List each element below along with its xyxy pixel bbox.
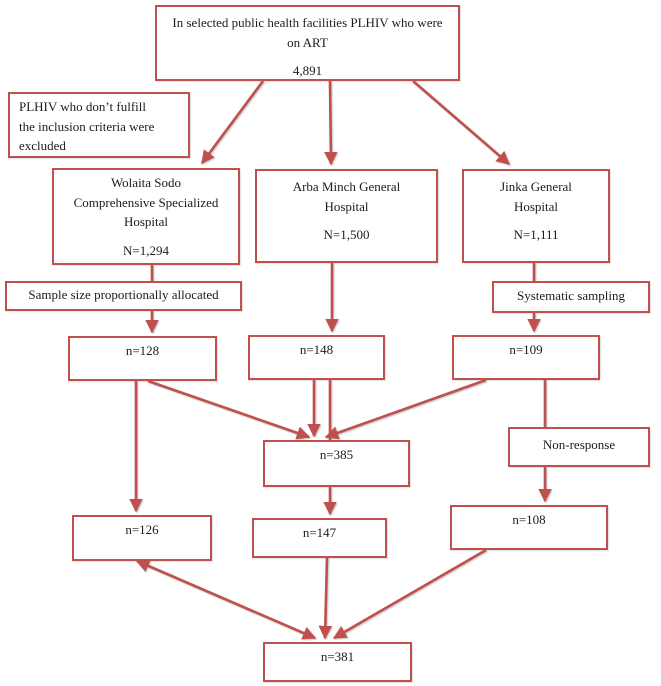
node-value: N=1,294 (123, 242, 169, 258)
node-value: n=385 (319, 447, 354, 462)
arrow-source-to-arba (324, 80, 338, 166)
node-sampling-method: Systematic sampling (492, 281, 650, 313)
node-value: n=108 (512, 512, 546, 527)
node-value: N=1,111 (513, 227, 559, 242)
node-sample-jinka: n=109 (452, 335, 600, 380)
node-hospital-arba-minch: Arba Minch General Hospital N=1,500 (255, 169, 438, 263)
node-value: n=147 (302, 525, 337, 540)
node-exclusion-note: PLHIV who don’t fulfill the inclusion cr… (8, 92, 190, 158)
node-nonresponse: Non-response (508, 427, 650, 467)
node-text-line: Hospital (324, 198, 369, 214)
arrow-n126-to-n381 (135, 559, 317, 640)
node-sample-arba-minch: n=148 (248, 335, 385, 380)
node-value: 4,891 (292, 63, 323, 78)
arrow-n108-to-n381 (332, 548, 487, 640)
node-value: n=128 (125, 343, 160, 358)
node-value: n=381 (320, 649, 355, 664)
node-text-line: on ART (287, 34, 328, 50)
node-value: n=126 (125, 522, 159, 537)
node-text-line: Sample size proportionally allocated (28, 287, 219, 302)
arrow-n147-to-n381 (318, 557, 333, 640)
node-hospital-wolaita-sodo: Wolaita Sodo Comprehensive Specialized H… (52, 168, 240, 265)
node-hospital-jinka: Jinka General Hospital N=1,111 (462, 169, 610, 263)
node-text-line: PLHIV who don’t fulfill (19, 99, 146, 114)
node-respondents-wolaita: n=126 (72, 515, 212, 561)
node-final-sample: n=381 (263, 642, 412, 682)
node-text-line: Systematic sampling (517, 288, 625, 303)
arrow-source-to-wolaita (200, 80, 265, 165)
node-value: n=148 (299, 342, 334, 357)
node-text-line: Hospital (513, 198, 559, 214)
node-text-line: Non-response (542, 437, 616, 452)
node-text-line: the inclusion criteria were (19, 118, 155, 134)
node-text-line: Hospital (123, 214, 169, 229)
node-text-line: In selected public health facilities PLH… (172, 15, 443, 30)
node-respondents-arba-minch: n=147 (252, 518, 387, 558)
node-value: n=109 (509, 342, 543, 357)
node-sample-wolaita: n=128 (68, 336, 217, 381)
node-total-sample: n=385 (263, 440, 410, 487)
node-text-line: excluded (19, 138, 66, 153)
node-allocation-method: Sample size proportionally allocated (5, 281, 242, 311)
arrow-source-to-jinka (412, 80, 511, 165)
node-value: N=1,500 (323, 227, 370, 242)
node-source-population: In selected public health facilities PLH… (155, 5, 460, 81)
node-text-line: Arba Minch General (292, 179, 401, 194)
node-text-line: Comprehensive Specialized (73, 194, 219, 210)
node-text-line: Jinka General (500, 179, 572, 194)
node-text-line: Wolaita Sodo (110, 175, 182, 190)
arrow-n109-to-n385 (324, 378, 487, 440)
arrow-n128-to-n385 (147, 379, 311, 440)
node-respondents-jinka: n=108 (450, 505, 608, 550)
